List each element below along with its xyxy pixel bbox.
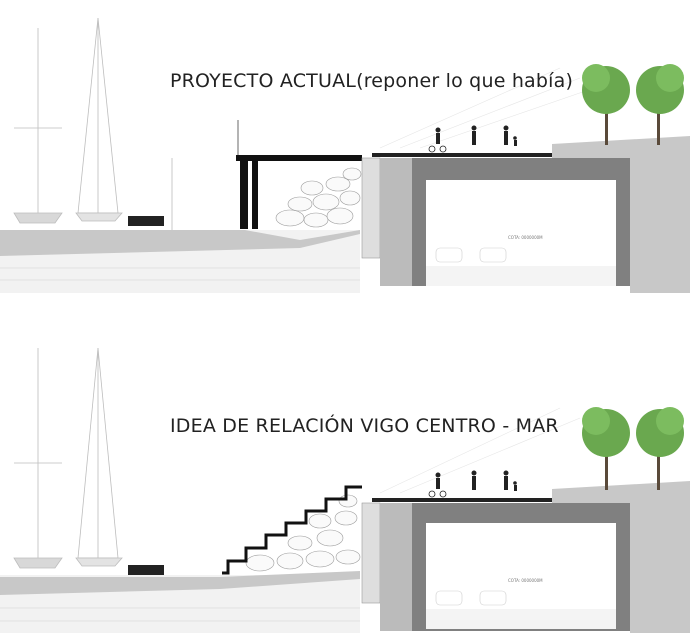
seawall-face: [361, 157, 381, 259]
section-drawing-current: [0, 17, 690, 293]
garage-label: COTA: 0000000M: [508, 235, 543, 240]
promenade-deck: [372, 153, 552, 157]
quay-ground: [0, 230, 360, 256]
sailboat-1: [13, 28, 63, 224]
sailboat-2: [75, 17, 123, 222]
upper-ground: [552, 136, 690, 293]
seabed-hatch: [0, 607, 360, 622]
car-outlines: [435, 590, 507, 606]
section-drawing-proposed: [0, 347, 690, 633]
car-outlines: [435, 247, 507, 263]
garage-label: COTA: 0000000M: [508, 578, 543, 583]
small-boat: [128, 216, 164, 226]
section-proposed-idea: IDEA DE RELACIÓN VIGO CENTRO - MAR COTA:…: [0, 333, 690, 633]
sky-hatch: [379, 67, 601, 149]
pedestrians: [435, 125, 517, 146]
bicycle-icon: [428, 145, 447, 153]
bicycle-icon: [428, 490, 447, 498]
upper-ground: [552, 481, 690, 633]
sea-steps: [222, 485, 362, 575]
tunnel-floor: [426, 609, 616, 629]
section-title: PROYECTO ACTUAL(reponer lo que había): [170, 70, 574, 92]
seawall-face: [361, 502, 381, 604]
pedestrians: [435, 470, 517, 491]
quay-ground: [0, 571, 360, 595]
pier-pile-1: [240, 161, 248, 229]
small-boat: [128, 565, 164, 575]
seawall-mass: [380, 503, 412, 631]
tree-1: [582, 407, 630, 490]
promenade-deck: [372, 498, 552, 502]
seabed-hatch: [0, 267, 360, 281]
tree-2: [636, 64, 684, 145]
tree-1: [582, 64, 630, 145]
pier-deck: [236, 155, 362, 161]
tree-2: [636, 407, 684, 490]
tunnel-interior: [426, 180, 616, 266]
tunnel-floor: [426, 266, 616, 286]
riprap-boulders: [275, 167, 362, 228]
pier-pile-2: [252, 161, 258, 229]
sailboat-1: [13, 348, 63, 569]
tunnel-interior: [426, 523, 616, 609]
seawall-mass: [380, 158, 412, 286]
riprap-boulders: [245, 494, 361, 572]
sailboat-2: [75, 347, 123, 567]
section-current-project: PROYECTO ACTUAL(reponer lo que había) CO…: [0, 8, 690, 308]
section-title: IDEA DE RELACIÓN VIGO CENTRO - MAR: [170, 415, 559, 437]
sky-hatch: [379, 407, 581, 494]
